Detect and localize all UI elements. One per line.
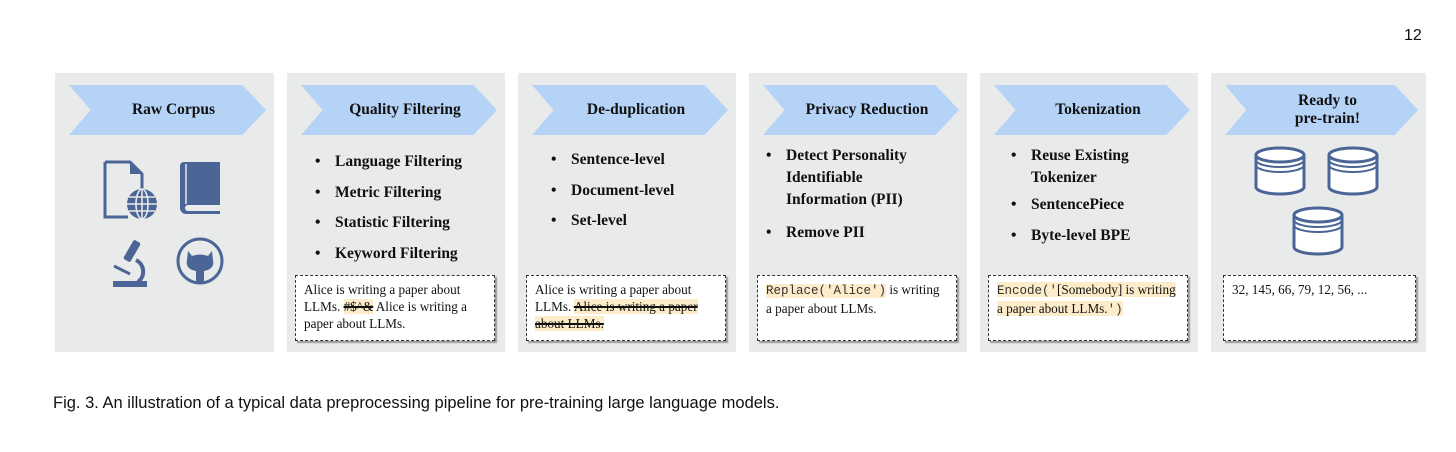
example-text: [Somebody] is writing a paper about LLMs… (997, 282, 1176, 316)
example-text: Alice is writing a paper about LLMs. (304, 282, 461, 314)
web-document-icon (103, 160, 157, 220)
database-icon (1327, 146, 1379, 196)
technique-item: Set-level (551, 206, 736, 237)
example-box: 32, 145, 66, 79, 12, 56, ... (1223, 275, 1416, 341)
technique-list: Language Filtering Metric Filtering Stat… (315, 147, 505, 269)
example-box: Replace('Alice') is writing a paper abou… (757, 275, 957, 341)
stage-banner: De-duplication (532, 85, 728, 135)
technique-item: Detect Personality Identifiable Informat… (766, 145, 946, 211)
technique-item: Remove PII (766, 222, 946, 244)
technique-item: Reuse Existing Tokenizer (1011, 145, 1181, 189)
stage-title: Raw Corpus (131, 101, 216, 118)
stage-banner: Raw Corpus (69, 85, 266, 135)
technique-list: Detect Personality Identifiable Informat… (766, 145, 946, 244)
example-text: is writing a paper about LLMs. (766, 282, 940, 316)
stage-ready-to-pretrain: Ready to pre-train! 32, 145, 66, 79, 12,… (1211, 73, 1426, 352)
github-icon (176, 237, 224, 285)
book-icon (180, 162, 220, 214)
technique-item: SentencePiece (1011, 194, 1181, 216)
stage-title: Tokenization (1055, 101, 1141, 118)
technique-item: Sentence-level (551, 145, 736, 176)
encode-code-close: ') (1107, 303, 1123, 317)
replace-code: Replace('Alice') (766, 284, 887, 298)
technique-item: Byte-level BPE (1011, 225, 1181, 247)
stage-title: Quality Filtering (349, 101, 461, 118)
figure-caption: Fig. 3. An illustration of a typical dat… (53, 394, 780, 412)
technique-item: Document-level (551, 176, 736, 207)
database-icon (1254, 146, 1306, 196)
encode-code-open: Encode(' (997, 284, 1058, 298)
stage-tokenization: Tokenization Reuse Existing Tokenizer Se… (980, 73, 1198, 352)
example-box: Alice is writing a paper about LLMs. #$^… (295, 275, 495, 341)
stage-banner: Tokenization (994, 85, 1190, 135)
page-number: 12 (1404, 27, 1422, 44)
stage-deduplication: De-duplication Sentence-level Document-l… (518, 73, 736, 352)
token-ids: 32, 145, 66, 79, 12, 56, ... (1232, 282, 1368, 297)
microscope-icon (113, 240, 147, 287)
stage-title: De-duplication (586, 101, 686, 118)
database-icon (1292, 206, 1344, 256)
technique-item: Keyword Filtering (315, 239, 505, 270)
stage-title-line2: pre-train! (1294, 110, 1361, 127)
technique-item: Statistic Filtering (315, 208, 505, 239)
stage-privacy-reduction: Privacy Reduction Detect Personality Ide… (749, 73, 967, 352)
stage-banner: Quality Filtering (301, 85, 497, 135)
technique-list: Reuse Existing Tokenizer SentencePiece B… (1011, 145, 1181, 247)
technique-item: Metric Filtering (315, 178, 505, 209)
stage-raw-corpus: Raw Corpus (55, 73, 274, 352)
example-box: Alice is writing a paper about LLMs. Ali… (526, 275, 726, 341)
example-box: Encode('[Somebody] is writing a paper ab… (988, 275, 1188, 341)
technique-item: Language Filtering (315, 147, 505, 178)
database-icons (1254, 146, 1379, 256)
removed-noise: #$^& (343, 299, 374, 314)
stage-banner: Privacy Reduction (763, 85, 959, 135)
stage-title-line1: Ready to (1298, 92, 1357, 109)
example-text: Alice is writing a paper about LLMs. (535, 282, 692, 314)
example-text: Alice is writing a paper about LLMs. (304, 299, 467, 331)
technique-list: Sentence-level Document-level Set-level (551, 145, 736, 237)
stage-banner: Ready to pre-train! (1225, 85, 1418, 135)
stage-title: Privacy Reduction (805, 101, 929, 118)
stage-quality-filtering: Quality Filtering Language Filtering Met… (287, 73, 505, 352)
